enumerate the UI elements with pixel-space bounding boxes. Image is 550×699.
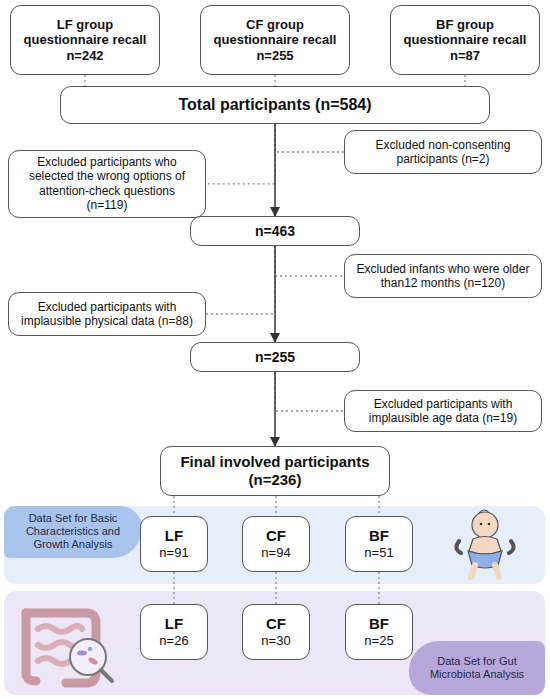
box-text: n=463 [255, 223, 295, 240]
flow-box: n=255 [190, 342, 360, 372]
box-text: n=94 [261, 545, 290, 561]
flow-box: Excluded participants who selected the w… [8, 150, 206, 218]
box-text: CF group questionnaire recall n=255 [209, 17, 341, 64]
box-text: Excluded non-consenting participants (n=… [353, 138, 533, 167]
flow-box: n=463 [190, 216, 360, 246]
box-text: Excluded participants who selected the w… [17, 155, 197, 213]
flow-arrow [274, 124, 276, 216]
box-text: n=30 [261, 633, 290, 649]
flow-box: CFn=94 [242, 516, 310, 572]
dotted-connector [206, 246, 275, 314]
box-text: LF [165, 615, 183, 633]
box-text: Final involved participants (n=236) [169, 453, 381, 489]
box-text: Excluded participants with implausible p… [17, 300, 197, 329]
band-label: Data Set for Gut Microbiota Analysis [409, 641, 545, 695]
box-text: n=25 [364, 633, 393, 649]
data-set-band: Data Set for Basic Characteristics and G… [4, 506, 545, 584]
box-text: CF [266, 615, 286, 633]
dotted-connector [275, 572, 276, 604]
flow-box: Excluded non-consenting participants (n=… [344, 130, 542, 174]
box-text: Excluded infants who were older than12 m… [353, 262, 533, 291]
dotted-connector [378, 572, 379, 604]
data-set-band: Data Set for Gut Microbiota AnalysisLFn=… [4, 591, 545, 695]
box-text: BF [369, 615, 389, 633]
dotted-connector [275, 496, 276, 516]
box-text: BF group questionnaire recall n=87 [399, 17, 531, 64]
band-label-text: Data Set for Basic Characteristics and G… [12, 512, 134, 552]
band-fill [4, 591, 545, 695]
flow-box: BF group questionnaire recall n=87 [390, 5, 540, 75]
dotted-connector [275, 372, 344, 411]
dotted-connector [206, 124, 275, 184]
dotted-connector [464, 75, 465, 86]
flow-box: Excluded infants who were older than12 m… [344, 254, 542, 298]
flow-box: Excluded participants with implausible p… [8, 292, 206, 336]
box-text: BF [369, 527, 389, 545]
dotted-connector [274, 75, 275, 86]
box-text: CF [266, 527, 286, 545]
box-text: n=26 [159, 633, 188, 649]
box-text: LF [165, 527, 183, 545]
flow-box: Total participants (n=584) [60, 86, 490, 124]
flow-arrow [274, 246, 276, 342]
flow-arrow [274, 372, 276, 446]
baby-icon [456, 510, 513, 577]
dotted-connector [173, 496, 174, 516]
flow-box: LFn=91 [140, 516, 208, 572]
band-fill [4, 506, 545, 584]
box-text: LF group questionnaire recall n=242 [19, 17, 151, 64]
band-label: Data Set for Basic Characteristics and G… [4, 506, 142, 558]
gut-icon [26, 613, 112, 683]
flow-box: BFn=51 [345, 516, 413, 572]
dotted-connector [275, 246, 344, 276]
box-text: n=51 [364, 545, 393, 561]
flow-box: CF group questionnaire recall n=255 [200, 5, 350, 75]
box-text: n=91 [159, 545, 188, 561]
dotted-connector [275, 124, 344, 152]
flow-box: LF group questionnaire recall n=242 [10, 5, 160, 75]
flow-box: CFn=30 [242, 604, 310, 660]
band-label-text: Data Set for Gut Microbiota Analysis [417, 655, 537, 681]
flow-box: LFn=26 [140, 604, 208, 660]
dotted-connector [84, 75, 85, 86]
box-text: Excluded participants with implausible a… [353, 397, 533, 426]
flow-box: BFn=25 [345, 604, 413, 660]
flow-box: Excluded participants with implausible a… [344, 390, 542, 432]
dotted-connector [173, 572, 174, 604]
box-text: Total participants (n=584) [178, 95, 371, 114]
flow-box: Final involved participants (n=236) [160, 446, 390, 496]
box-text: n=255 [255, 349, 295, 366]
dotted-connector [378, 496, 379, 516]
